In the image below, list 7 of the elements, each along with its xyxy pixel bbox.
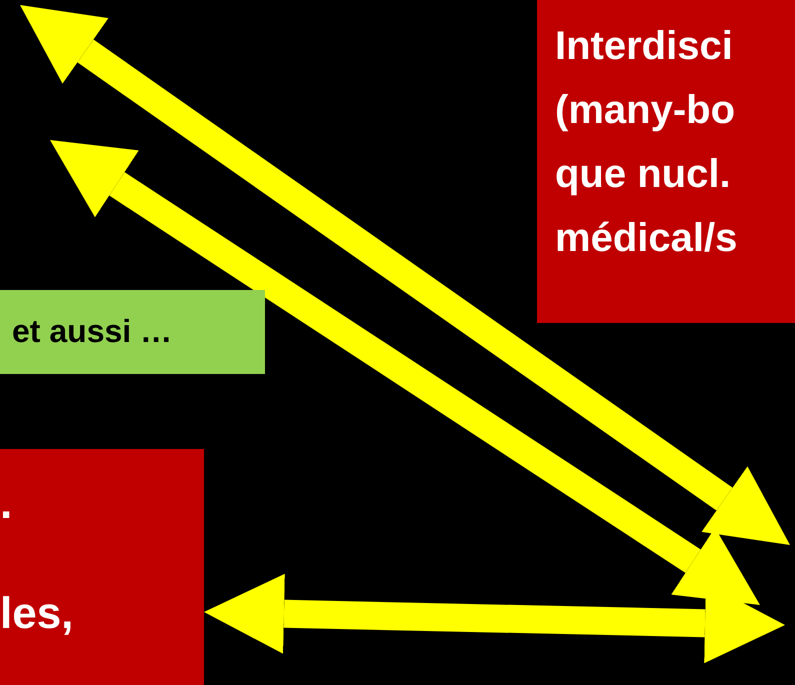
- text-panel: [0, 449, 204, 685]
- panel-text: . les,: [0, 478, 70, 640]
- text-panel: [537, 0, 795, 323]
- panel-text: Interdisci (many-bo que nucl. médical/s: [555, 23, 738, 262]
- panel-text: et aussi …: [12, 312, 174, 351]
- double-arrow: [204, 574, 785, 664]
- note-panel: [0, 290, 265, 374]
